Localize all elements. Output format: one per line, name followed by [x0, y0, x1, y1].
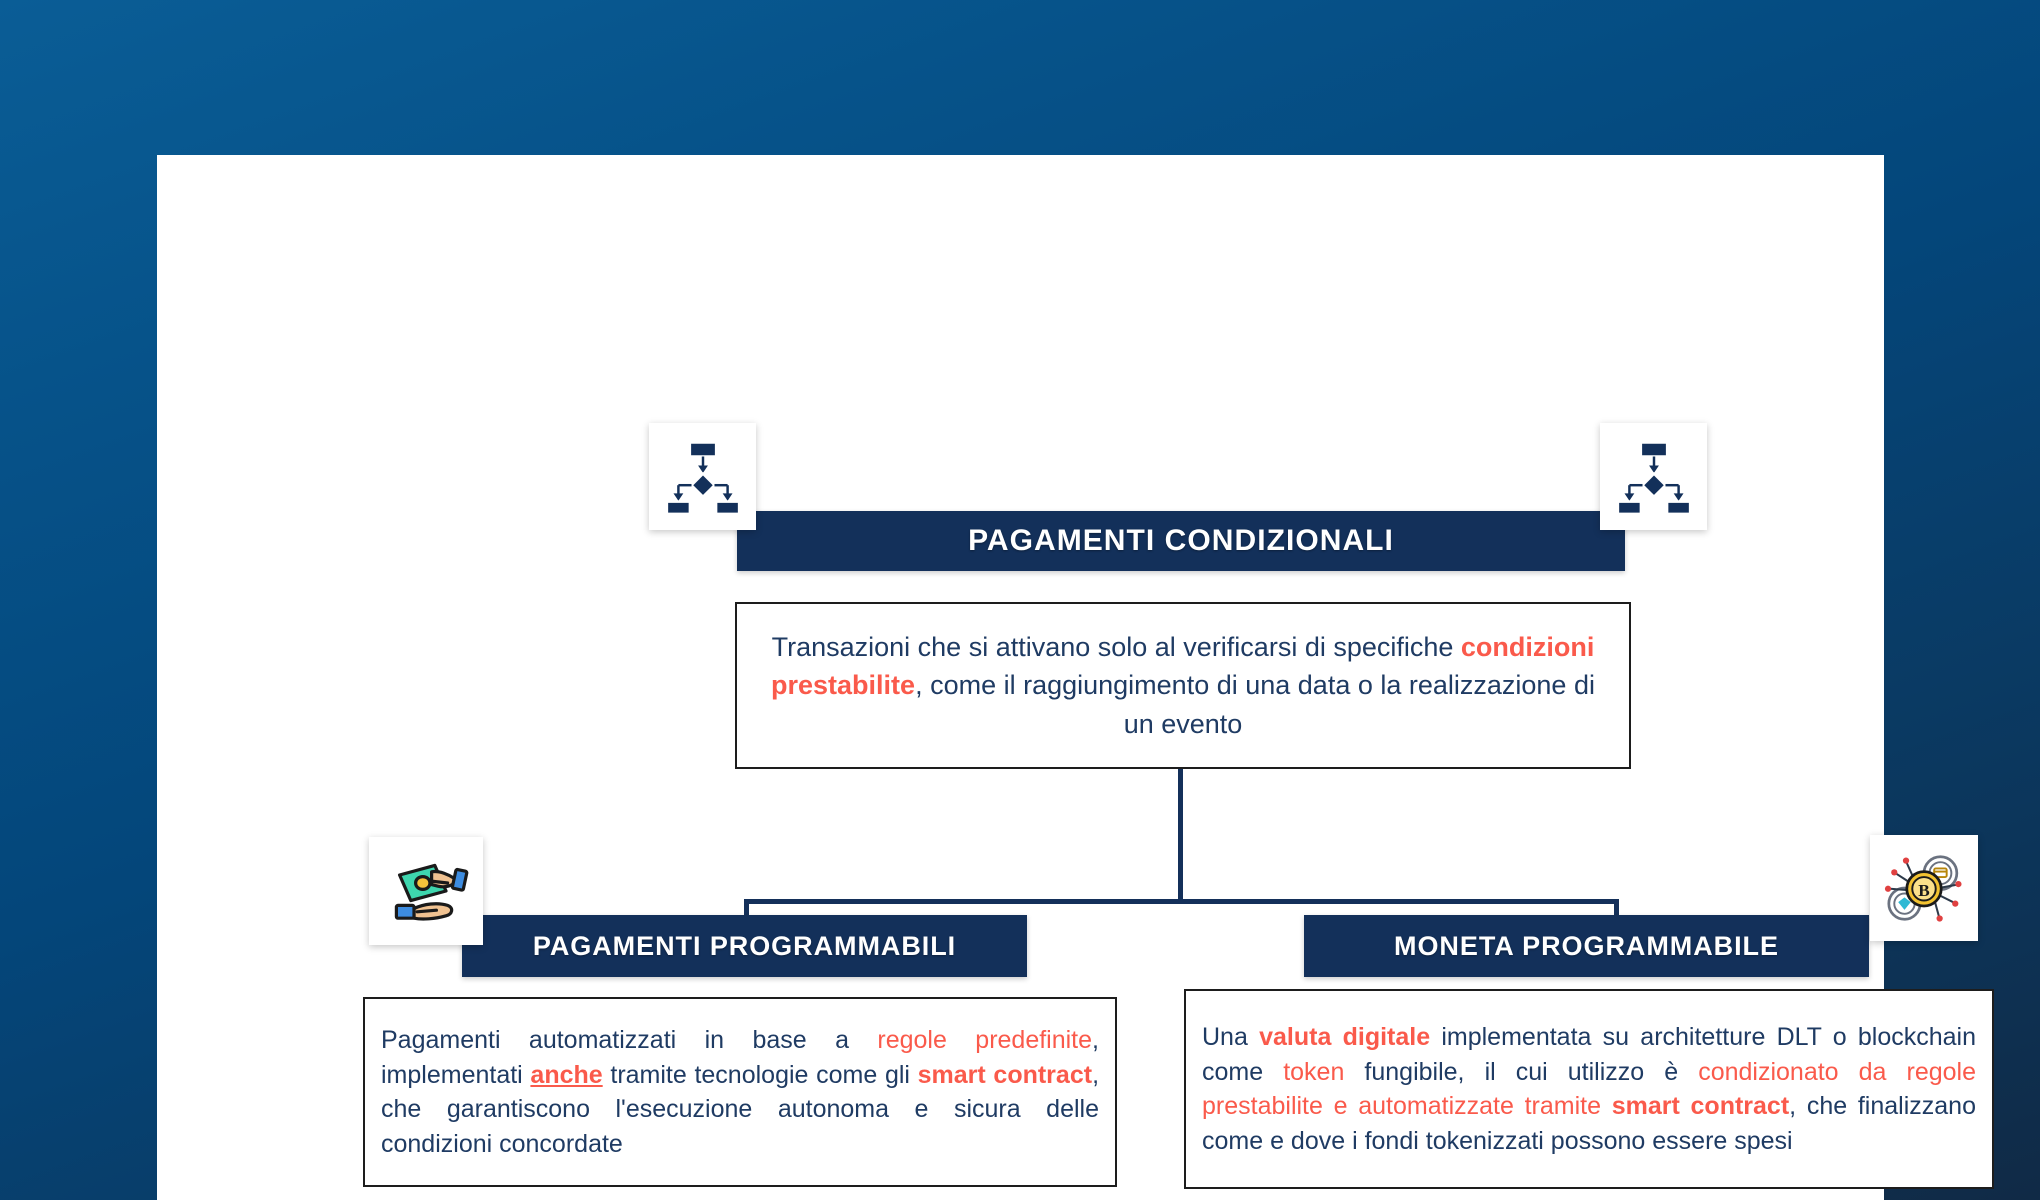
- branch-banner-pagamenti-programmabili: PAGAMENTI PROGRAMMABILI: [462, 915, 1027, 977]
- crypto-token-network-icon-tile: B: [1870, 835, 1978, 941]
- left-seg-6: , che garantiscono l'esecuzione autonoma…: [381, 1060, 1100, 1158]
- main-description-text: Transazioni che si attivano solo al veri…: [737, 628, 1629, 743]
- main-banner-title: PAGAMENTI CONDIZIONALI: [968, 524, 1394, 557]
- main-banner: PAGAMENTI CONDIZIONALI: [737, 511, 1625, 571]
- svg-text:B: B: [1918, 881, 1929, 900]
- flowchart-icon-left-tile: [649, 423, 756, 530]
- flowchart-icon: [665, 440, 740, 515]
- flowchart-icon: [1616, 440, 1691, 515]
- main-desc-seg-1: condizioni prestabilite: [771, 632, 1595, 701]
- connector-main-vertical: [1178, 767, 1183, 903]
- branch-description-text-left: Pagamenti automatizzati in base a regole…: [365, 1023, 1115, 1161]
- branch-banner-title-right: MONETA PROGRAMMABILE: [1394, 930, 1779, 961]
- main-description-box: Transazioni che si attivano solo al veri…: [735, 602, 1631, 769]
- branch-banner-title-left: PAGAMENTI PROGRAMMABILI: [532, 930, 957, 961]
- handshake-money-icon-tile: [369, 837, 483, 945]
- right-seg-1: valuta digitale: [1259, 1023, 1431, 1051]
- right-seg-3: token: [1283, 1057, 1345, 1086]
- right-seg-7: , che finalizzano come e dove i fondi to…: [1202, 1092, 1976, 1155]
- left-seg-4: tramite tecnologie come gli: [602, 1060, 918, 1089]
- right-seg-2: implementata su architetture DLT o block…: [1202, 1023, 1976, 1086]
- branch-description-box-right: Una valuta digitale implementata su arch…: [1184, 989, 1994, 1189]
- branch-description-box-left: Pagamenti automatizzati in base a regole…: [363, 997, 1117, 1187]
- right-seg-5: condizionato da regole prestabilite e au…: [1202, 1057, 1976, 1121]
- main-desc-seg-2: , come il raggiungimento di una data o l…: [915, 670, 1595, 739]
- right-seg-4: fungibile, il cui utilizzo è: [1344, 1057, 1699, 1086]
- left-seg-3: anche: [530, 1060, 603, 1089]
- right-seg-0: Una: [1202, 1023, 1260, 1051]
- right-seg-6: smart contract: [1611, 1092, 1790, 1120]
- flowchart-icon-right-tile: [1600, 423, 1707, 530]
- left-seg-1: regole predefinite: [877, 1026, 1093, 1054]
- slide-canvas: PAGAMENTI CONDIZIONALI Transazioni che s…: [157, 155, 1994, 1200]
- crypto-token-network-icon: B: [1884, 855, 1962, 922]
- handshake-money-icon: [394, 863, 469, 921]
- left-seg-5: smart contract: [917, 1060, 1093, 1089]
- left-seg-0: Pagamenti automatizzati in base a: [381, 1026, 878, 1054]
- connector-horizontal-split: [744, 899, 1619, 904]
- left-seg-2: , implementati: [381, 1026, 1099, 1089]
- main-desc-seg-0: Transazioni che si attivano solo al veri…: [771, 632, 1461, 662]
- branch-description-text-right: Una valuta digitale implementata su arch…: [1186, 1020, 1992, 1158]
- branch-banner-moneta-programmabile: MONETA PROGRAMMABILE: [1304, 915, 1869, 977]
